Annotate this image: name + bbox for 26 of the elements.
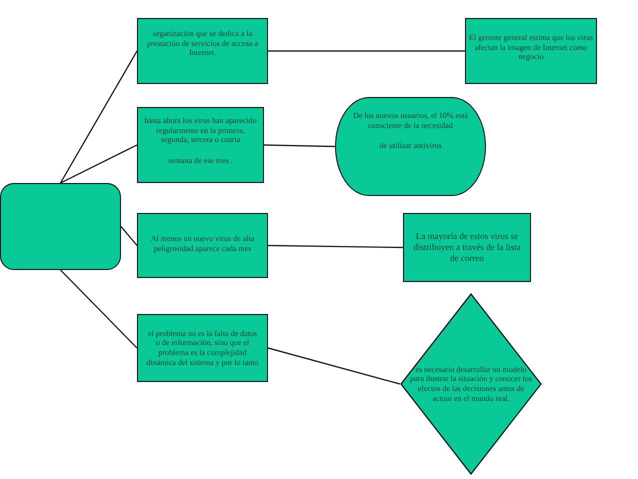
node-text: El gerente general estima que los virus afectan la imagen de Internet como negocio [469, 33, 593, 62]
node-text: el problema no es la falta de datos o de información, sino que el problema es la complejidad dinámica del sistema y por lo tanto [146, 328, 259, 368]
process-box [465, 18, 597, 84]
process-box [137, 18, 268, 84]
node-text: semana de ese mes . [168, 156, 233, 166]
process-box [137, 213, 268, 278]
connector-line [264, 144, 336, 148]
connector-line [268, 50, 465, 52]
node-text: organización que se dedica a la prestación de servicios de acceso a Internet. [146, 29, 260, 58]
node-text: La mayoría de estos virus se distribuyen a través de la lista de correo [412, 231, 522, 264]
process-box [137, 314, 268, 382]
connector-line [60, 50, 138, 184]
connector-line [60, 270, 138, 348]
connector-line [268, 244, 403, 248]
node-text: hasta ahora los virus han aparecido regularmente en la primera, segunda, tercera o cuarta [143, 116, 258, 145]
process-box [403, 213, 531, 282]
process-box [137, 107, 264, 183]
rounded-box [0, 183, 121, 270]
connector-line [120, 226, 138, 246]
decision-diamond [400, 293, 542, 475]
node-text: de utilizar antivirus [379, 141, 442, 151]
node-text: De los nuevos usuarios, el 10% está consciente de la necesidad [352, 111, 469, 130]
node-text: Al menos un nuevo virus de alta peligrosidad aparece cada mes [150, 234, 256, 254]
connector-line [268, 347, 400, 385]
connector-line [60, 144, 138, 184]
node-text: es necesario desarrollar un modelo para ilustrar la situación y conocer los efectos de las decisiones antes de actuar en el mundo real. [409, 364, 533, 404]
